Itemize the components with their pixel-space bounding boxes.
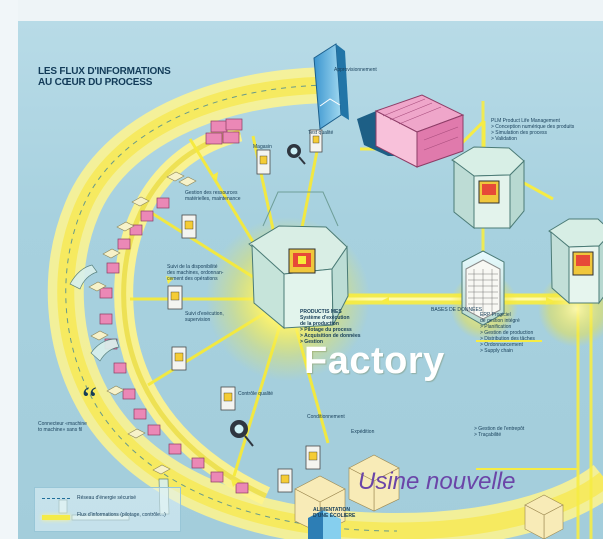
left-margin: [0, 0, 18, 539]
central-glass-tower: [248, 191, 349, 330]
label-suivi-disponibilite: Suivi de la disponibilité des machines, …: [167, 264, 224, 282]
factory-infographic: [18, 21, 603, 539]
label-erp: ERP Progiciel de gestion intégré > Plani…: [480, 312, 535, 354]
label-approvisionnement: Approvisionnement: [334, 67, 377, 73]
legend-flow-line: [42, 515, 70, 520]
blue-data-slab: [313, 43, 349, 130]
label-magasin: Magasin: [253, 144, 272, 150]
supply-truck: [357, 94, 465, 168]
factory-illustration: [47, 43, 603, 539]
legend-box: Réseau d'énergie sécurisé Flux d'informa…: [34, 487, 181, 532]
label-suivi-execution: Suivi d'exécution, supervision: [185, 311, 224, 323]
label-plm: PLM Product Life Management > Conception…: [491, 118, 575, 142]
database-glass: [461, 250, 505, 326]
label-alimentation: ALIMENTATION D'UNE ÉCOLIERE: [313, 507, 356, 519]
factory-overlay-text: Factory: [304, 340, 445, 382]
label-gestion-entrepot: > Gestion de l'entrepôt > Traçabilité: [474, 426, 525, 438]
legend-flow-label: Flux d'informations (pilotage, contrôle.…: [77, 512, 166, 518]
production-equipment: [58, 118, 564, 539]
infographic-title: LES FLUX D'INFORMATIONS AU CŒUR DU PROCE…: [38, 66, 171, 88]
label-test-qualite: Test qualité: [308, 130, 334, 136]
label-productis-mes: PRODUCTIS MES Système d'exécution de la …: [300, 309, 361, 345]
plm-glass-unit: [451, 146, 525, 230]
legend-network-label: Réseau d'énergie sécurisé: [77, 495, 137, 501]
label-bases-donnees: BASES DE DONNÉES: [431, 307, 483, 313]
bottom-blue-slab: [308, 510, 341, 539]
label-expedition: Expédition: [351, 429, 375, 435]
usine-nouvelle-caption: Usine nouvelle: [358, 468, 516, 495]
label-gestion-ressources: Gestion des ressources matérielles, main…: [185, 190, 241, 202]
label-connecteur: Connecteur «machine to machine» sans fil: [38, 421, 87, 433]
quote-mark: “: [82, 381, 98, 418]
label-controle-qualite: Contrôle qualité: [238, 391, 274, 397]
erp-glass-unit: [548, 218, 603, 305]
label-conditionnement: Conditionnement: [307, 414, 345, 420]
legend-network-line: [42, 498, 70, 499]
